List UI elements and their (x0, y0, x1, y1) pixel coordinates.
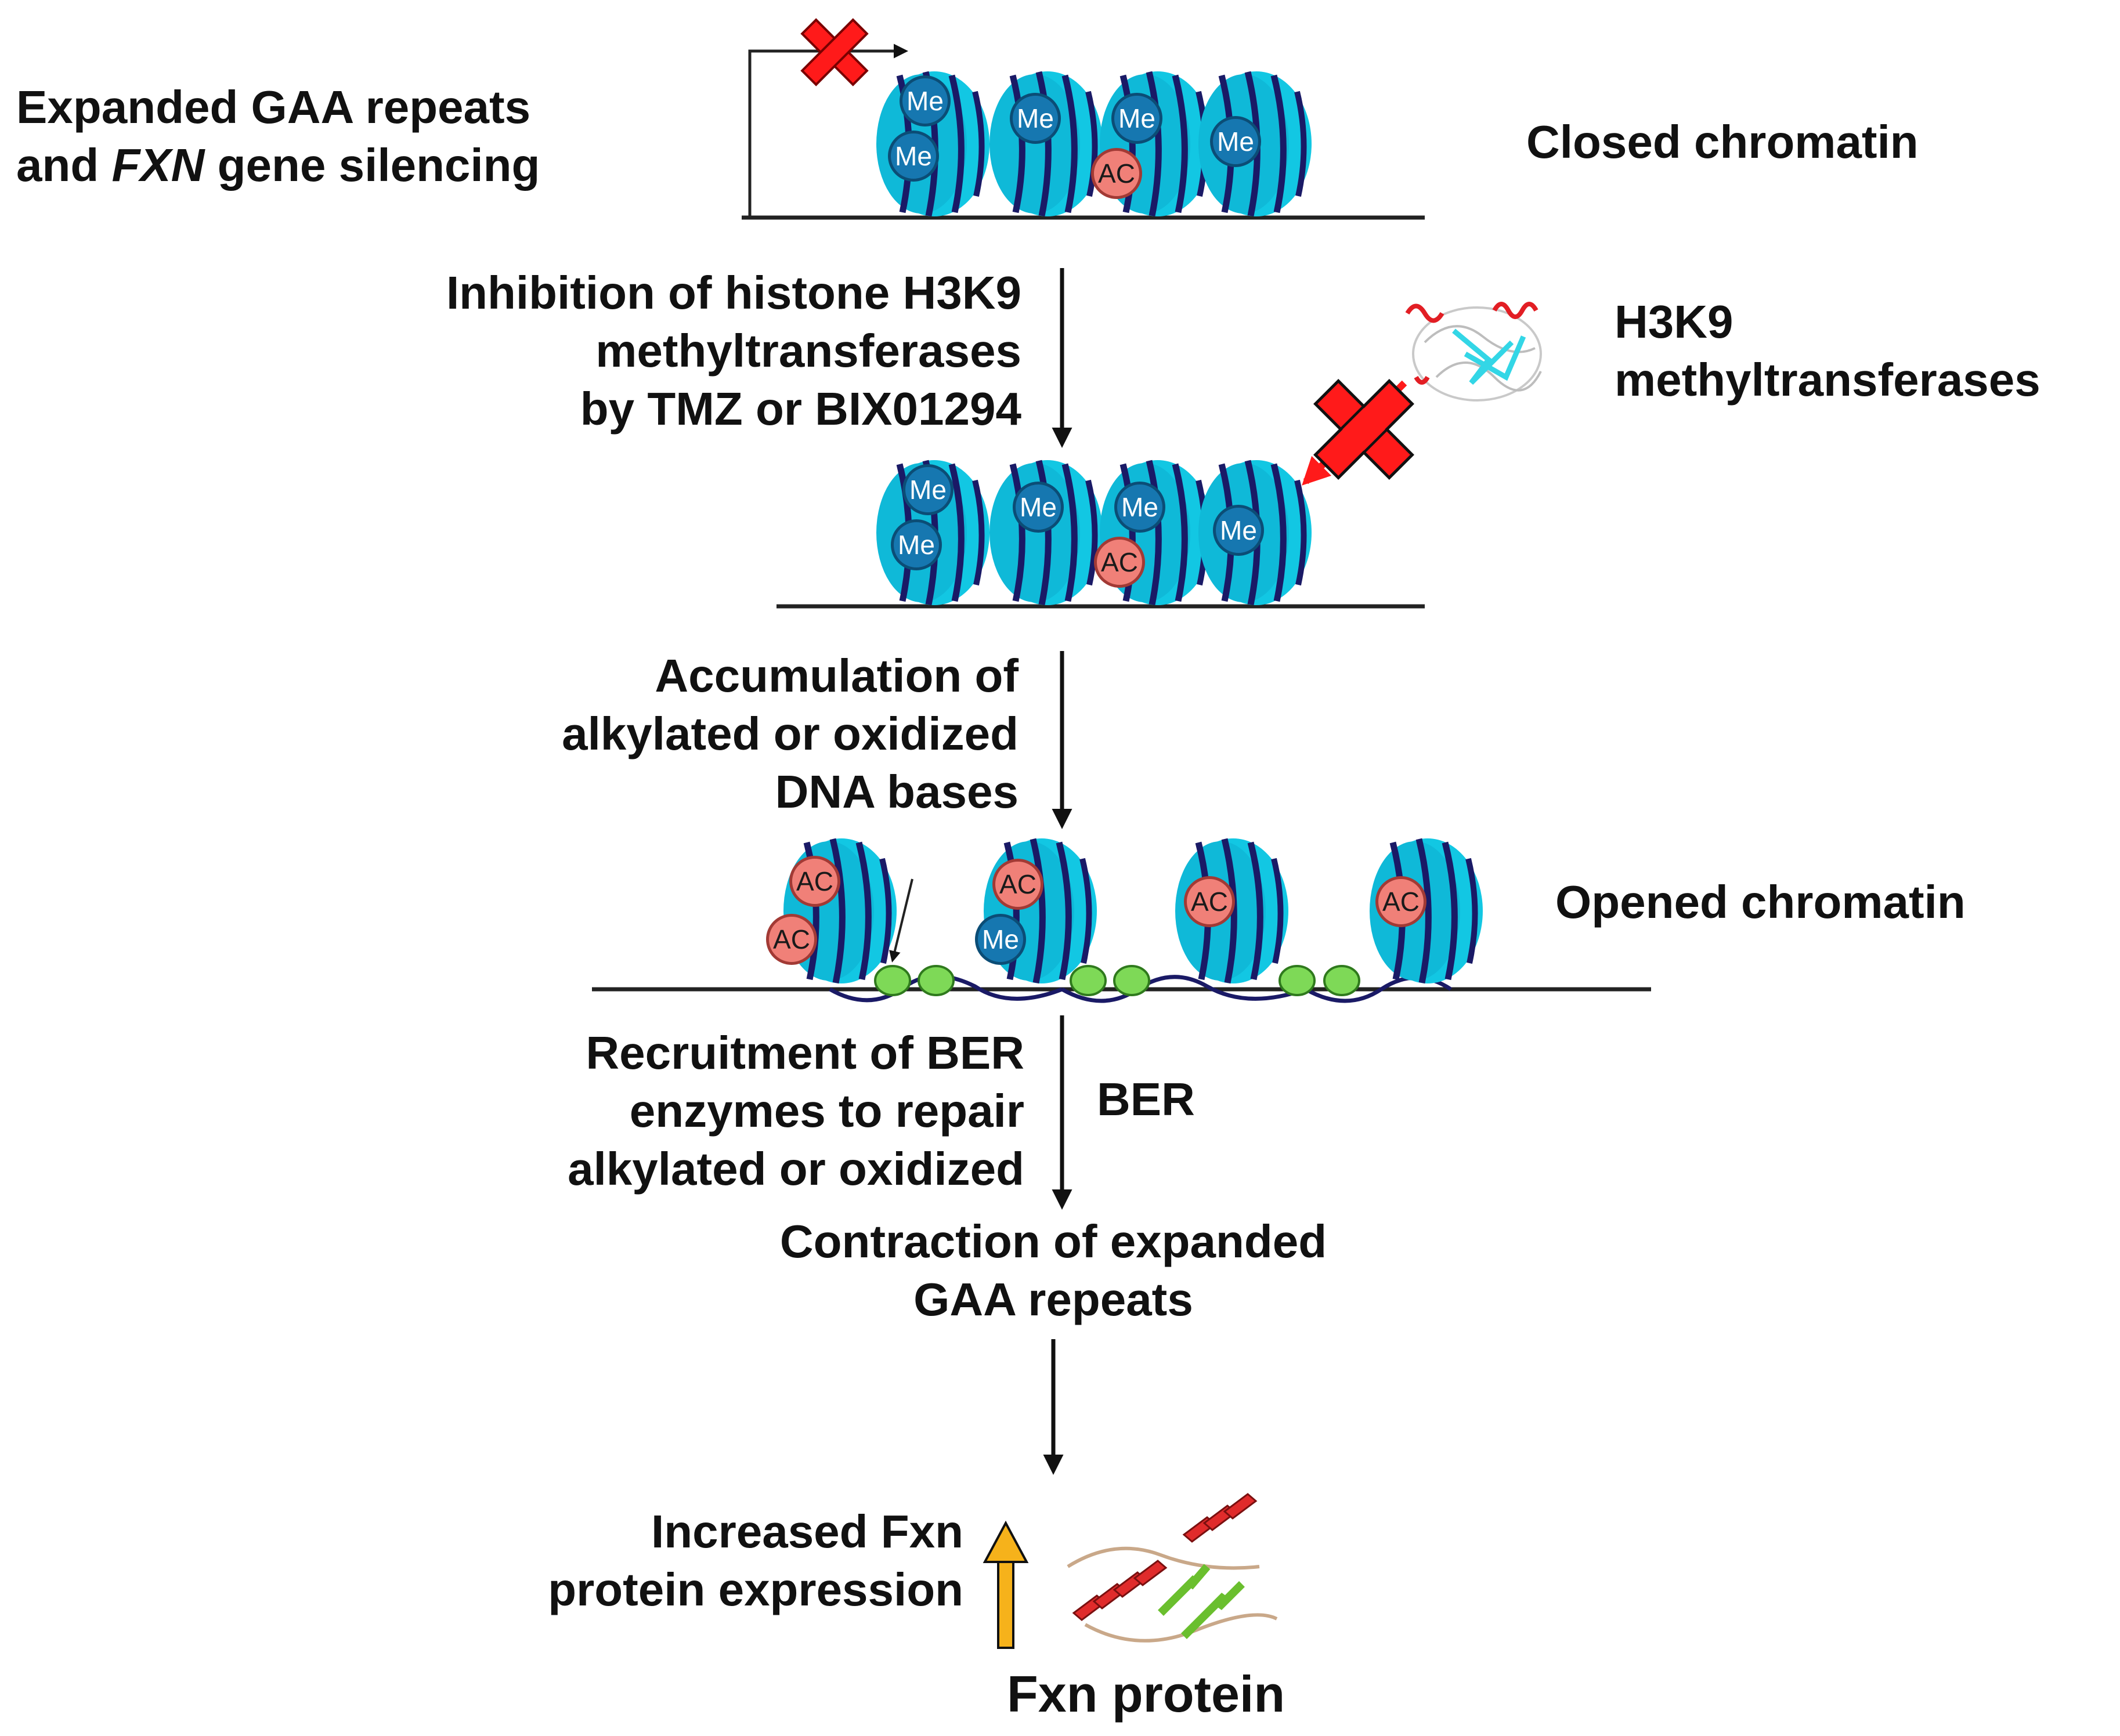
fxn-protein-label: Fxn protein (1007, 1665, 1285, 1723)
contraction-label: Contraction of expanded GAA repeats (647, 1213, 1460, 1329)
methyl-mark: Me (1111, 93, 1162, 144)
acetyl-mark: AC (1375, 876, 1426, 927)
closed-chromatin-row (742, 18, 1425, 220)
accumulation-line2: alkylated or oxidized (562, 708, 1019, 760)
lesion-pointer-arrow (889, 878, 913, 963)
methyl-mark: Me (1114, 482, 1165, 533)
accumulation-label: Accumulation of alkylated or oxidized DN… (325, 647, 1019, 821)
methyl-mark: Me (1013, 482, 1064, 533)
closed-chromatin-label: Closed chromatin (1526, 116, 1919, 168)
opened-chromatin-row (592, 838, 1651, 1003)
accumulation-line1: Accumulation of (655, 650, 1019, 701)
expanded-repeats-line2-prefix: and (16, 139, 112, 191)
acetyl-mark: AC (1184, 876, 1235, 927)
acetyl-mark: AC (766, 914, 817, 965)
promoter-arrow (748, 44, 908, 218)
damaged-base (1278, 965, 1316, 996)
contraction-line2: GAA repeats (913, 1274, 1193, 1325)
h3k9-line1: H3K9 (1615, 296, 1733, 348)
expanded-repeats-line2-suffix: gene silencing (204, 139, 540, 191)
acetyl-mark: AC (1091, 148, 1142, 199)
inhibition-line2: methyltransferases (595, 325, 1021, 377)
damaged-base (918, 965, 955, 996)
fxn-gene-name: FXN (111, 139, 205, 191)
nucleosome (989, 71, 1103, 216)
nucleosome (989, 460, 1103, 605)
h3k9-enzyme-label: H3K9 methyltransferases (1615, 293, 2040, 409)
damaged-base (1113, 965, 1150, 996)
blocked-transcription-cross-icon (800, 18, 869, 86)
recruitment-line2: enzymes to repair (629, 1085, 1024, 1137)
inhibition-line3: by TMZ or BIX01294 (580, 383, 1021, 435)
methyl-mark: Me (900, 75, 951, 126)
inhibited-chromatin-row (777, 302, 1542, 609)
expanded-repeats-label: Expanded GAA repeats and FXN gene silenc… (16, 78, 540, 194)
increased-expression-label: Increased Fxn protein expression (325, 1503, 963, 1619)
methyl-mark: Me (888, 131, 939, 182)
methyl-mark: Me (1210, 116, 1261, 167)
fxn-protein-structure-icon (1067, 1493, 1278, 1643)
methyl-mark: Me (902, 464, 954, 515)
recruitment-line1: Recruitment of BER (586, 1027, 1024, 1079)
acetyl-mark: AC (789, 856, 840, 907)
increased-line2: protein expression (548, 1564, 963, 1615)
expanded-repeats-line1: Expanded GAA repeats (16, 81, 531, 133)
opened-chromatin-label: Opened chromatin (1555, 876, 1966, 928)
methyl-mark: Me (891, 519, 942, 570)
accumulation-line3: DNA bases (775, 766, 1019, 818)
ber-label: BER (1097, 1073, 1195, 1125)
inhibition-label: Inhibition of histone H3K9 methyltransfe… (325, 264, 1021, 438)
methyl-mark: Me (1213, 505, 1264, 556)
damaged-base (1323, 965, 1360, 996)
inhibition-line1: Inhibition of histone H3K9 (446, 267, 1021, 319)
methyl-mark: Me (1010, 93, 1061, 144)
increased-line1: Increased Fxn (651, 1506, 963, 1557)
recruitment-line3: alkylated or oxidized (568, 1143, 1024, 1195)
contraction-line1: Contraction of expanded (779, 1216, 1327, 1267)
h3k9-line2: methyltransferases (1615, 354, 2040, 406)
h3k9-methyltransferase-structure-icon (1405, 302, 1542, 402)
damaged-base (1070, 965, 1107, 996)
damaged-base (874, 965, 911, 996)
methyl-mark: Me (975, 914, 1026, 965)
acetyl-mark: AC (992, 859, 1043, 910)
acetyl-mark: AC (1094, 537, 1145, 588)
inhibition-cross-icon (1313, 379, 1414, 480)
increase-arrow-icon (983, 1520, 1029, 1649)
recruitment-label: Recruitment of BER enzymes to repair alk… (325, 1024, 1024, 1198)
